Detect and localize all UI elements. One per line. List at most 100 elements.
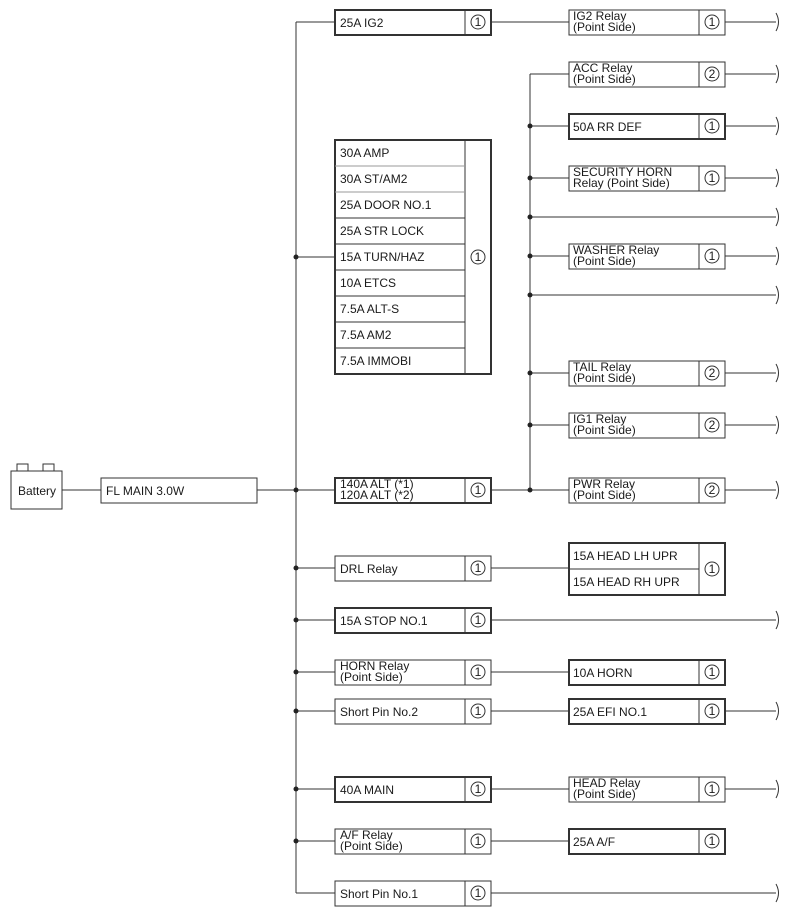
short-pin-label: Short Pin No.1	[340, 887, 418, 901]
bus-junction	[527, 214, 533, 220]
relay-label-line2: (Point Side)	[573, 371, 636, 385]
pin-number: 1	[709, 119, 716, 133]
pwr-relay: PWR Relay (Point Side) 2	[568, 477, 726, 504]
bus-junction	[293, 487, 299, 493]
fuse-label: 25A EFI NO.1	[573, 705, 647, 719]
relay-label-line2: (Point Side)	[573, 254, 636, 268]
pin-number: 1	[475, 15, 482, 29]
relay-label-line2: (Point Side)	[573, 488, 636, 502]
fuse-label-line2: 120A ALT (*2)	[340, 488, 414, 502]
bus-junction	[293, 617, 299, 623]
fuse-block-item: 30A AMP	[340, 146, 389, 160]
fuse-label-line1: 140A ALT (*1)	[340, 477, 414, 491]
fuse-block-item: 15A TURN/HAZ	[340, 250, 424, 264]
fuse-block-item: 7.5A IMMOBI	[340, 354, 411, 368]
fuse-block-item: 30A ST/AM2	[340, 172, 408, 186]
pin-number: 1	[709, 782, 716, 796]
pin-number: 1	[475, 704, 482, 718]
relay-label-line1: IG2 Relay	[573, 9, 626, 23]
fuse-25a-af: 25A A/F 1	[568, 828, 726, 855]
pin-number: 1	[709, 249, 716, 263]
bus-junction	[293, 708, 299, 714]
bus-junction	[527, 292, 533, 298]
fuse-block-item: 7.5A ALT-S	[340, 302, 399, 316]
tail-relay: TAIL Relay (Point Side) 2	[568, 360, 726, 387]
fuse-10a-horn: 10A HORN 1	[568, 659, 726, 686]
pin-number: 1	[475, 834, 482, 848]
fuse-alt: 140A ALT (*1) 120A ALT (*2) 1	[334, 477, 492, 504]
fuse-label: 25A A/F	[573, 835, 615, 849]
pin-number: 1	[475, 665, 482, 679]
bus-junction	[293, 565, 299, 571]
fuse-block-item: 25A STR LOCK	[340, 224, 424, 238]
relay-label-line2: (Point Side)	[573, 72, 636, 86]
bus-junction	[293, 669, 299, 675]
bus-junction	[527, 123, 533, 129]
af-relay: A/F Relay (Point Side) 1	[334, 828, 492, 855]
fuse-label: 25A IG2	[340, 16, 384, 30]
fuse-15a-stop: 15A STOP NO.1 1	[334, 607, 492, 634]
bus-junction	[527, 175, 533, 181]
fuse-head-upr-pair: 15A HEAD LH UPR 15A HEAD RH UPR 1	[568, 542, 726, 596]
pin-number: 1	[709, 15, 716, 29]
pin-number: 1	[709, 171, 716, 185]
pin-number: 1	[709, 704, 716, 718]
horn-relay: HORN Relay (Point Side) 1	[334, 659, 492, 686]
pin-number: 2	[709, 366, 716, 380]
relay-label-line2: (Point Side)	[340, 670, 403, 684]
fuse-40a-main: 40A MAIN 1	[334, 776, 492, 803]
security-horn-relay: SECURITY HORN Relay (Point Side) 1	[568, 165, 726, 192]
fuse-label-lh: 15A HEAD LH UPR	[573, 549, 678, 563]
relay-label-line1: TAIL Relay	[573, 360, 631, 374]
pin-number: 1	[475, 782, 482, 796]
relay-label-line1: PWR Relay	[573, 477, 635, 491]
fl-main-label: FL MAIN 3.0W	[106, 484, 185, 498]
fuse-label: 40A MAIN	[340, 783, 394, 797]
fuse-50a-rr-def: 50A RR DEF 1	[568, 113, 726, 140]
fuse-label: 50A RR DEF	[573, 120, 642, 134]
relay-label-line1: HORN Relay	[340, 659, 409, 673]
fuse-25a-efi: 25A EFI NO.1 1	[568, 698, 726, 725]
fuse-label-rh: 15A HEAD RH UPR	[573, 575, 680, 589]
pin-number: 1	[475, 886, 482, 900]
relay-label-line1: WASHER Relay	[573, 243, 659, 257]
relay-label-line1: ACC Relay	[573, 61, 632, 75]
pin-number: 1	[475, 250, 482, 264]
relay-label-line1: IG1 Relay	[573, 412, 626, 426]
fuse-block-item: 7.5A AM2	[340, 328, 392, 342]
pin-number: 2	[709, 483, 716, 497]
pin-number: 1	[475, 561, 482, 575]
fuse-block-item: 10A ETCS	[340, 276, 396, 290]
fuse-block-item: 25A DOOR NO.1	[340, 198, 432, 212]
relay-label-line2: (Point Side)	[573, 423, 636, 437]
fuse-block: 30A AMP 30A ST/AM2 25A DOOR NO.1 25A STR…	[334, 139, 492, 375]
bus-junction	[293, 786, 299, 792]
short-pin-2: Short Pin No.2 1	[334, 698, 492, 725]
relay-label-line2: (Point Side)	[340, 839, 403, 853]
fuse-label: 15A STOP NO.1	[340, 614, 428, 628]
relay-label-line1: SECURITY HORN	[573, 165, 672, 179]
relay-label-line2: (Point Side)	[573, 20, 636, 34]
wire-break-marks	[775, 12, 779, 903]
bus-junction	[527, 422, 533, 428]
fuse-label: 10A HORN	[573, 666, 632, 680]
bus-junction	[527, 370, 533, 376]
relay-label-line1: HEAD Relay	[573, 776, 640, 790]
pin-number: 1	[709, 562, 716, 576]
drl-relay: DRL Relay 1	[334, 555, 492, 582]
relay-label-line1: A/F Relay	[340, 828, 393, 842]
bus-junction	[527, 253, 533, 259]
pin-number: 2	[709, 67, 716, 81]
ig2-relay: IG2 Relay (Point Side) 1	[568, 9, 726, 36]
bus-junction	[527, 487, 533, 493]
battery-label: Battery	[18, 484, 56, 498]
short-pin-1: Short Pin No.1 1	[334, 880, 492, 907]
fl-main-fuse: FL MAIN 3.0W	[100, 477, 258, 504]
battery: Battery	[10, 463, 63, 510]
pin-number: 1	[475, 613, 482, 627]
ig1-relay: IG1 Relay (Point Side) 2	[568, 412, 726, 439]
relay-label: DRL Relay	[340, 562, 398, 576]
bus-junction	[293, 838, 299, 844]
washer-relay: WASHER Relay (Point Side) 1	[568, 243, 726, 270]
acc-relay: ACC Relay (Point Side) 2	[568, 61, 726, 88]
